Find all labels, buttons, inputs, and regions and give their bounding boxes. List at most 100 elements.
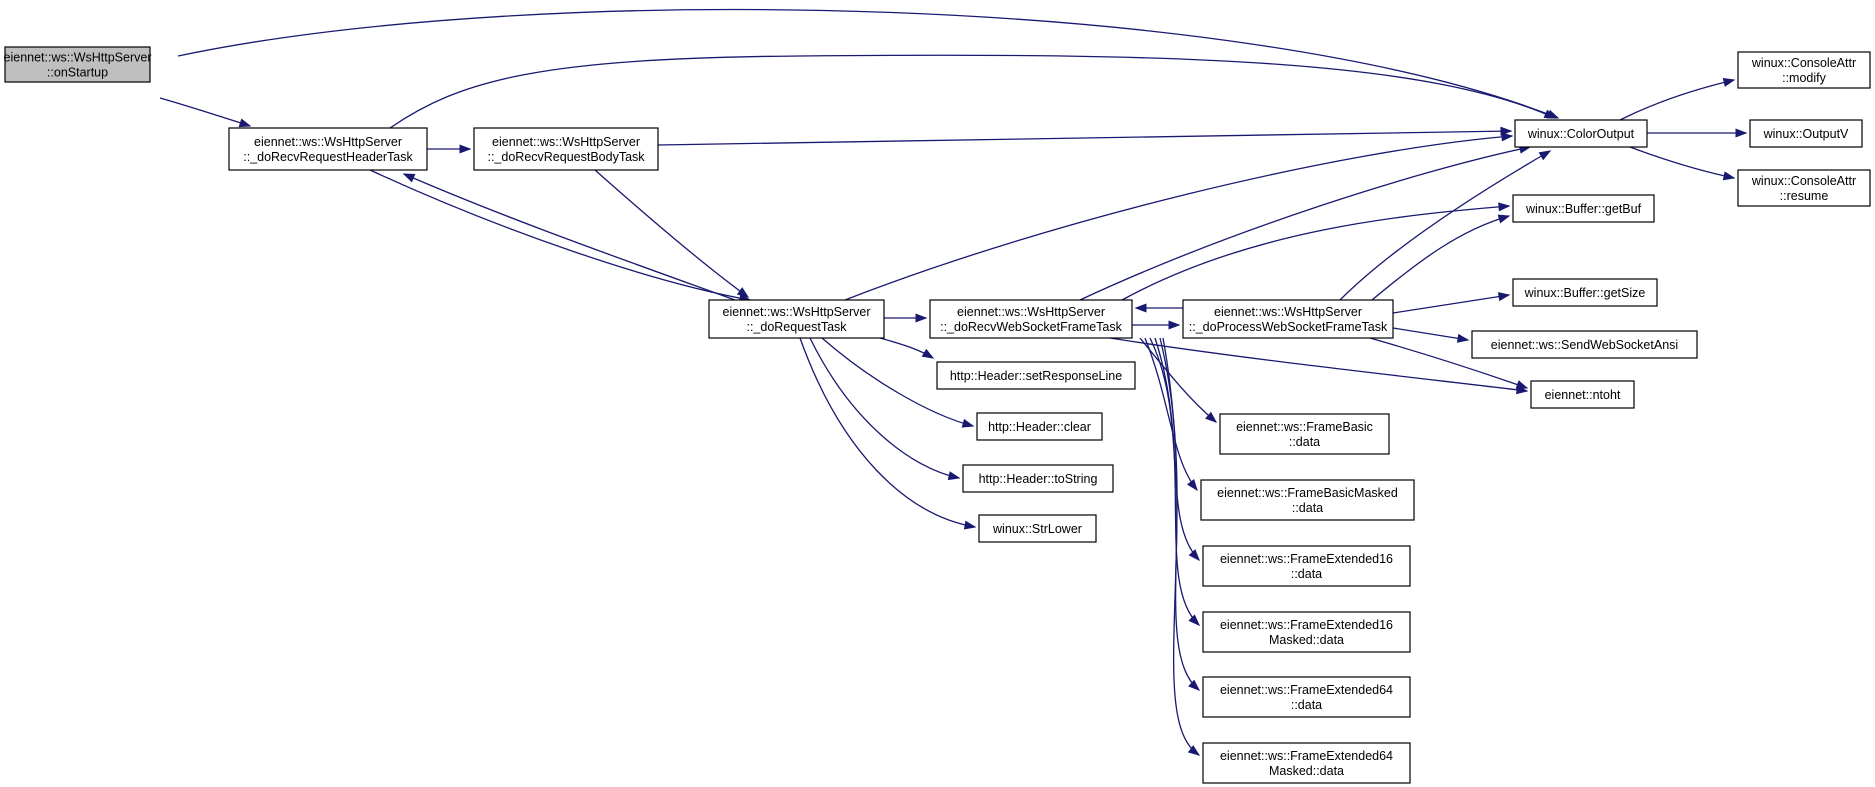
node-doRecvHeader[interactable]: eiennet::ws::WsHttpServer::_doRecvReques… bbox=[228, 127, 428, 171]
edge-line bbox=[1392, 294, 1510, 314]
edge-line bbox=[844, 135, 1513, 301]
node-box bbox=[1200, 479, 1415, 521]
node-fbData[interactable]: eiennet::ws::FrameBasic::data bbox=[1219, 413, 1390, 455]
node-fe64Data[interactable]: eiennet::ws::FrameExtended64::data bbox=[1202, 676, 1411, 718]
edge-line bbox=[389, 54, 1556, 129]
arrowhead-icon bbox=[1205, 411, 1218, 423]
node-label-line: ::_doProcessWebSocketFrameTask bbox=[1189, 320, 1388, 334]
arrowhead-icon bbox=[1188, 614, 1200, 626]
node-label-line: winux::Buffer::getBuf bbox=[1525, 202, 1642, 216]
node-strLower[interactable]: winux::StrLower bbox=[978, 514, 1097, 543]
node-box bbox=[976, 412, 1103, 441]
edge-doProcessWsFrame-to-getBuf bbox=[1371, 214, 1511, 301]
node-box bbox=[1202, 611, 1411, 653]
node-box bbox=[1202, 545, 1411, 587]
node-label-line: eiennet::ws::WsHttpServer bbox=[723, 305, 871, 319]
node-getSize[interactable]: winux::Buffer::getSize bbox=[1512, 278, 1658, 307]
node-label-line: eiennet::ws::FrameExtended64 bbox=[1220, 749, 1393, 763]
arrowhead-icon bbox=[1186, 478, 1198, 492]
arrowhead-icon bbox=[1501, 132, 1514, 142]
edge-doRecvWsFrame-to-fe64mData bbox=[1162, 337, 1201, 756]
node-box bbox=[1219, 413, 1390, 455]
node-ntoht[interactable]: eiennet::ntoht bbox=[1530, 380, 1635, 409]
arrowhead-icon bbox=[1188, 679, 1201, 691]
node-hdrToString[interactable]: http::Header::toString bbox=[962, 464, 1114, 493]
node-hdrClear[interactable]: http::Header::clear bbox=[976, 412, 1103, 441]
node-doRequest[interactable]: eiennet::ws::WsHttpServer::_doRequestTas… bbox=[708, 299, 885, 339]
node-label-line: eiennet::ws::FrameExtended16 bbox=[1220, 552, 1393, 566]
edge-doRecvWsFrame-to-fbData bbox=[1139, 337, 1218, 423]
node-onStartup[interactable]: eiennet::ws::WsHttpServer::onStartup bbox=[4, 46, 152, 83]
arrowhead-icon bbox=[238, 118, 252, 128]
node-label-line: Masked::data bbox=[1269, 764, 1344, 778]
edge-doRequest-to-doRecvWsFrame bbox=[884, 313, 928, 323]
arrowhead-icon bbox=[1538, 150, 1552, 161]
edge-doRecvHeader-to-colorOutput bbox=[389, 54, 1557, 129]
node-label-line: eiennet::ws::FrameBasic bbox=[1236, 420, 1373, 434]
edge-doProcessWsFrame-to-sendWsAnsi bbox=[1392, 327, 1470, 343]
node-getBuf[interactable]: winux::Buffer::getBuf bbox=[1512, 194, 1655, 223]
node-box bbox=[1202, 676, 1411, 718]
arrowhead-icon bbox=[736, 287, 750, 298]
arrowhead-icon bbox=[1497, 292, 1511, 302]
node-caModify[interactable]: winux::ConsoleAttr::modify bbox=[1737, 51, 1871, 89]
node-fbmData[interactable]: eiennet::ws::FrameBasicMasked::data bbox=[1200, 479, 1415, 521]
node-label-line: eiennet::ws::WsHttpServer bbox=[957, 305, 1105, 319]
node-box bbox=[1514, 119, 1648, 148]
node-label-line: eiennet::ws::WsHttpServer bbox=[492, 135, 640, 149]
node-caResume[interactable]: winux::ConsoleAttr::resume bbox=[1737, 169, 1871, 207]
edge-line bbox=[1392, 327, 1469, 341]
edge-doRecvWsFrame-to-fbmData bbox=[1144, 337, 1198, 492]
node-doProcessWsFrame[interactable]: eiennet::ws::WsHttpServer::_doProcessWeb… bbox=[1182, 299, 1394, 339]
arrowhead-icon bbox=[1188, 549, 1200, 562]
node-box bbox=[1471, 330, 1698, 359]
edge-doProcessWsFrame-to-ntoht bbox=[1369, 337, 1529, 389]
node-label-line: winux::ConsoleAttr bbox=[1751, 56, 1856, 70]
node-setResponseLine[interactable]: http::Header::setResponseLine bbox=[936, 361, 1136, 390]
node-fe16Data[interactable]: eiennet::ws::FrameExtended16::data bbox=[1202, 545, 1411, 587]
edge-doRecvWsFrame-to-getBuf bbox=[1121, 202, 1511, 301]
node-box bbox=[962, 464, 1114, 493]
node-label-line: winux::ConsoleAttr bbox=[1751, 174, 1856, 188]
node-doRecvBody[interactable]: eiennet::ws::WsHttpServer::_doRecvReques… bbox=[473, 127, 659, 171]
arrowhead-icon bbox=[459, 144, 472, 154]
arrowhead-icon bbox=[402, 173, 416, 183]
node-box bbox=[1512, 278, 1658, 307]
node-label-line: ::_doRequestTask bbox=[746, 320, 847, 334]
node-outputV[interactable]: winux::OutputV bbox=[1749, 119, 1863, 148]
edge-line bbox=[821, 337, 974, 427]
node-box bbox=[1749, 119, 1863, 148]
arrowhead-icon bbox=[1543, 109, 1557, 119]
node-label-line: ::resume bbox=[1780, 189, 1829, 203]
node-box bbox=[978, 514, 1097, 543]
edge-onStartup-to-doRecvHeader bbox=[159, 97, 252, 128]
arrowhead-icon bbox=[915, 313, 928, 323]
node-colorOutput[interactable]: winux::ColorOutput bbox=[1514, 119, 1648, 148]
edge-line bbox=[1162, 337, 1200, 756]
arrowhead-icon bbox=[921, 348, 935, 359]
arrowhead-icon bbox=[947, 471, 961, 481]
node-box bbox=[1737, 169, 1871, 207]
node-box bbox=[1512, 194, 1655, 223]
edge-line bbox=[1339, 150, 1551, 301]
edge-line bbox=[1619, 79, 1735, 121]
node-label-line: eiennet::ws::WsHttpServer bbox=[1214, 305, 1362, 319]
node-doRecvWsFrame[interactable]: eiennet::ws::WsHttpServer::_doRecvWebSoc… bbox=[929, 299, 1133, 339]
edge-line bbox=[594, 169, 749, 298]
edge-doProcessWsFrame-to-getSize bbox=[1392, 292, 1511, 314]
edge-doRequest-to-colorOutput bbox=[844, 132, 1514, 301]
edge-colorOutput-to-caModify bbox=[1619, 78, 1736, 121]
node-label-line: http::Header::setResponseLine bbox=[950, 369, 1122, 383]
node-sendWsAnsi[interactable]: eiennet::ws::SendWebSocketAnsi bbox=[1471, 330, 1698, 359]
node-label-line: ::_doRecvRequestHeaderTask bbox=[243, 150, 413, 164]
node-label-line: ::onStartup bbox=[47, 66, 108, 80]
edge-line bbox=[809, 337, 960, 479]
node-label-line: winux::ColorOutput bbox=[1527, 127, 1635, 141]
edge-doRecvWsFrame-to-doProcessWsFrame bbox=[1132, 320, 1181, 330]
edge-colorOutput-to-outputV bbox=[1647, 128, 1748, 138]
edge-line bbox=[1154, 337, 1200, 626]
node-label-line: ::data bbox=[1292, 501, 1323, 515]
